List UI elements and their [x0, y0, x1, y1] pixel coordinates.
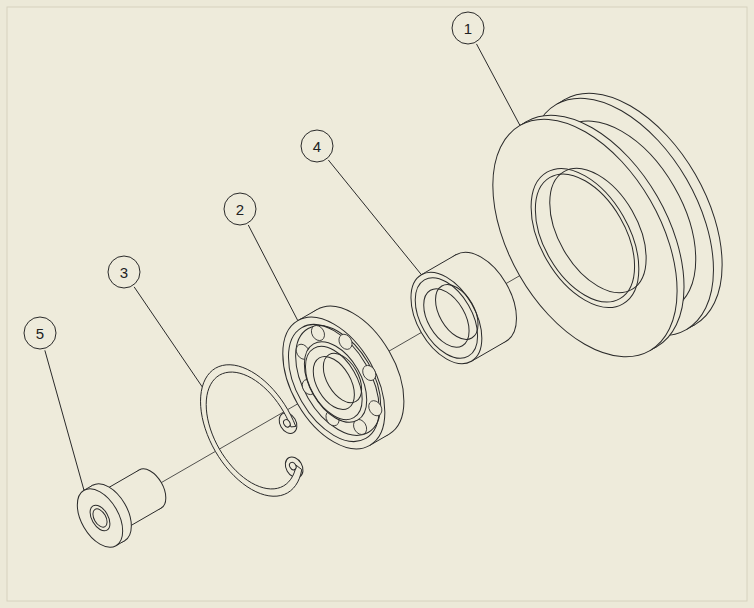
inner-ring-edge	[294, 337, 374, 429]
callout-outline	[24, 317, 56, 349]
bore-step	[530, 152, 666, 309]
callout-outline	[108, 256, 140, 288]
leader-line	[476, 44, 519, 126]
bore-inner	[427, 277, 487, 346]
flanged-bushing	[68, 464, 172, 555]
callout-outline	[452, 12, 484, 44]
callout-outline	[301, 130, 333, 162]
leader-line	[134, 287, 202, 387]
callout-number: 3	[120, 265, 128, 280]
ball	[366, 398, 384, 418]
callout-bubble: 3	[107, 255, 141, 289]
bore-edge	[414, 281, 478, 355]
cylinder-edge	[421, 255, 456, 275]
ball	[309, 323, 327, 343]
leader-line	[328, 160, 421, 275]
circlip	[201, 365, 307, 496]
spacer	[396, 240, 531, 376]
callout-number: 1	[464, 21, 472, 36]
bore-edge	[86, 502, 114, 534]
callout-outline	[224, 193, 256, 225]
bore-inner	[90, 506, 110, 529]
callout-bubble: 4	[300, 129, 334, 163]
leader-line	[45, 350, 84, 490]
lug-hole	[288, 461, 297, 471]
callout-bubble: 2	[223, 192, 257, 226]
front-face	[396, 260, 496, 376]
bore-edge	[305, 349, 363, 416]
frame	[7, 7, 747, 601]
lug-hole	[282, 418, 291, 428]
callout-number: 5	[36, 326, 44, 341]
callout-number: 4	[313, 139, 321, 154]
callout-number: 2	[236, 202, 244, 217]
circlip-ring	[201, 365, 302, 496]
front-face	[262, 300, 406, 466]
leader-line	[248, 225, 298, 321]
outer-ring-edge	[270, 309, 398, 457]
bore-chamfer	[515, 157, 655, 319]
front-face	[68, 481, 132, 555]
bore-inner	[315, 347, 369, 409]
callout-bubble: 1	[451, 11, 485, 45]
ball-bearing	[262, 289, 425, 466]
inner-ring-outer	[291, 331, 379, 433]
chamfer-edge	[402, 267, 490, 369]
callout-bubble: 5	[23, 316, 57, 350]
bore-edge	[509, 150, 661, 326]
